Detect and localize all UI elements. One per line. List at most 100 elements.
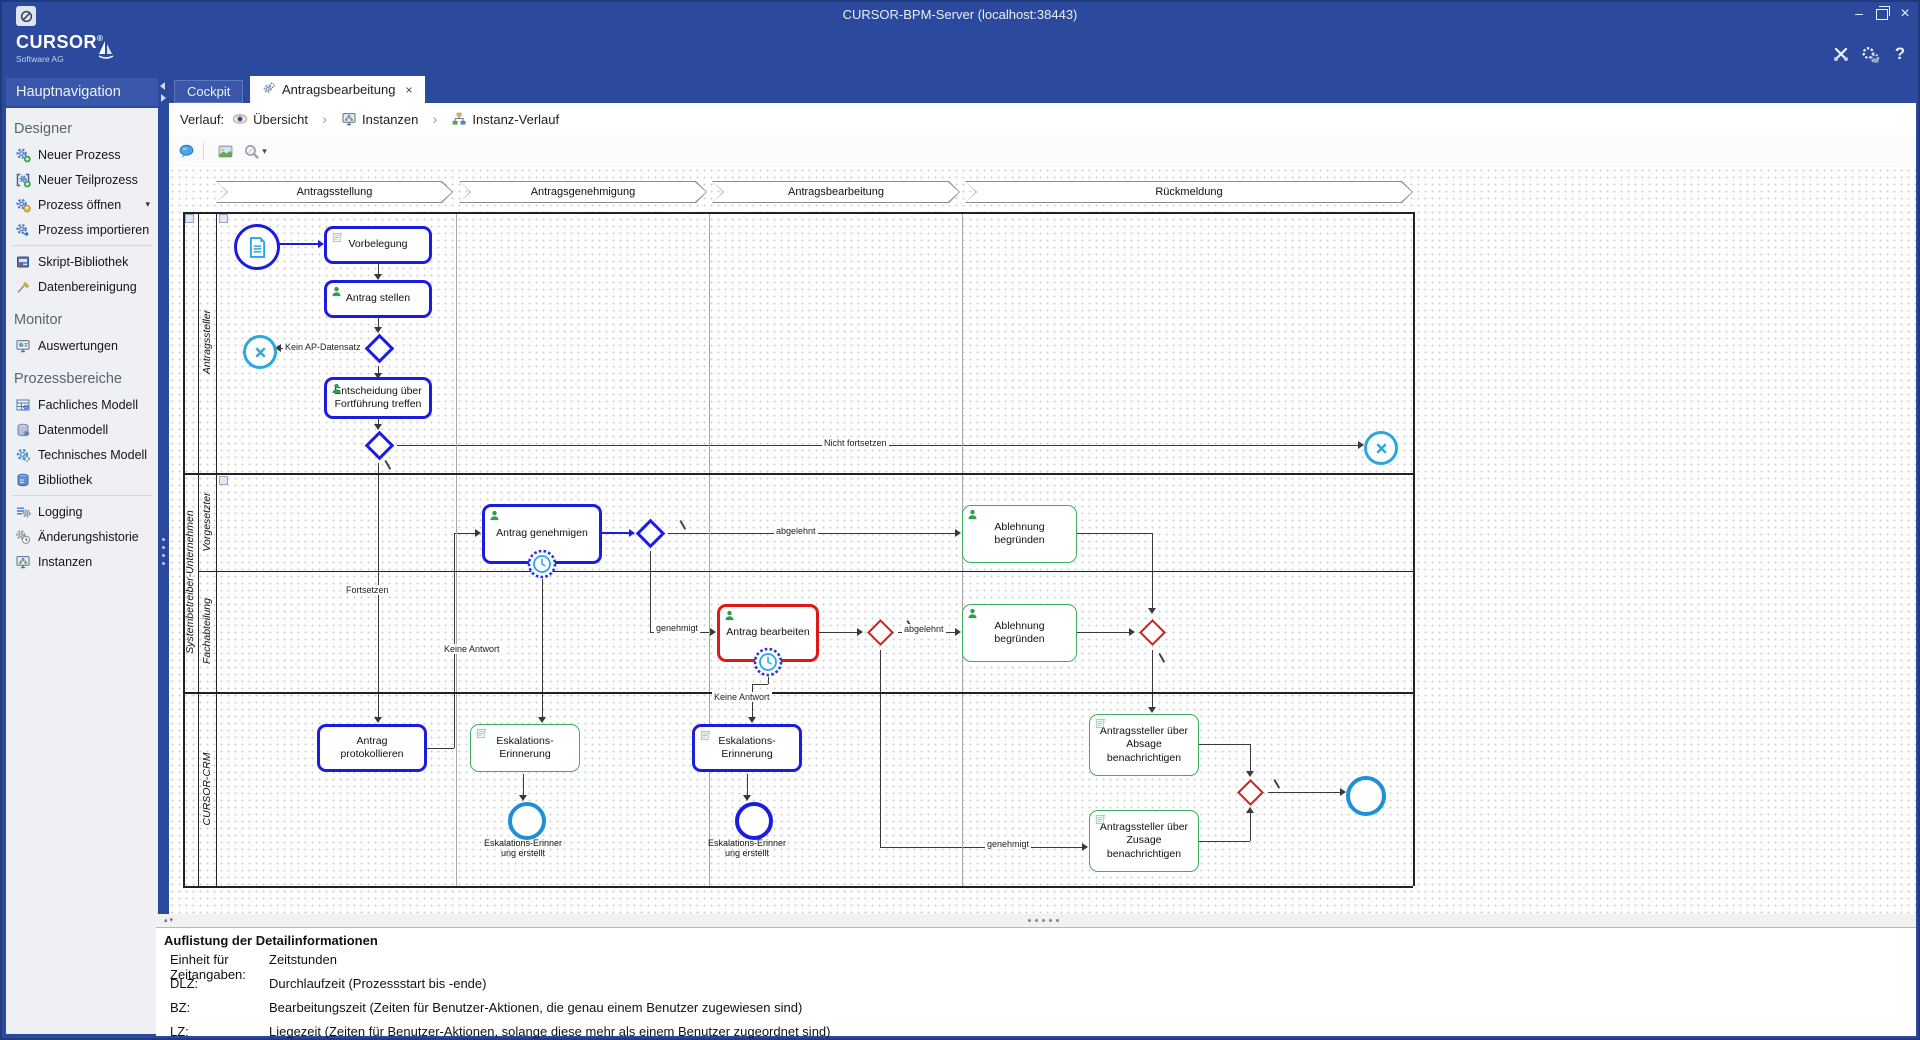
- sidebar-item-neuer-teilprozess[interactable]: Neuer Teilprozess: [6, 167, 158, 192]
- script-card-icon: [15, 254, 32, 270]
- script-icon: [1094, 814, 1106, 829]
- person-icon: [489, 510, 500, 525]
- sidebar-section-header-designer: Designer: [14, 121, 73, 137]
- task-antrag-stellen[interactable]: Antrag stellen: [324, 280, 432, 318]
- sidebar-item-auswertungen[interactable]: Auswertungen: [6, 333, 158, 358]
- breadcrumb-separator: ›: [432, 110, 438, 128]
- sidebar-splitter[interactable]: [158, 74, 169, 914]
- task-antragssteller-über-zusage-benachrichtigen[interactable]: Antragssteller über Zusage benachrichtig…: [1089, 810, 1199, 872]
- sidebar-item-neuer-prozess[interactable]: Neuer Prozess: [6, 142, 158, 167]
- lane-checkbox[interactable]: [219, 214, 228, 223]
- end-x-event[interactable]: [243, 335, 277, 369]
- minimize-button[interactable]: –: [1855, 5, 1863, 21]
- sidebar-item-änderungshistorie[interactable]: Änderungshistorie: [6, 524, 158, 549]
- divider: [12, 245, 152, 246]
- window-title: CURSOR-BPM-Server (localhost:38443): [842, 7, 1078, 22]
- end-ring-blue-event[interactable]: [735, 802, 773, 840]
- task-antrag-protokollieren[interactable]: Antrag protokollieren: [317, 724, 427, 772]
- start-doc-event[interactable]: [234, 224, 280, 270]
- gear-open-icon: [15, 197, 32, 213]
- tab-label: Antragsbearbeitung: [282, 82, 396, 97]
- phase-header-antragsstellung[interactable]: Antragsstellung: [216, 181, 453, 203]
- task-antragssteller-über-absage-benachrichtigen[interactable]: Antragssteller über Absage benachrichtig…: [1089, 714, 1199, 776]
- sidebar-item-technisches-modell[interactable]: Technisches Modell: [6, 442, 158, 467]
- comment-tool-icon[interactable]: [173, 139, 199, 163]
- image-tool-icon[interactable]: [212, 139, 238, 163]
- sidebar-item-bibliothek[interactable]: Bibliothek: [6, 467, 158, 492]
- detail-label: LZ:: [170, 1024, 189, 1039]
- phase-header-antragsbearbeitung[interactable]: Antragsbearbeitung: [712, 181, 960, 203]
- task-label: Antrag stellen: [345, 292, 411, 305]
- task-eskalations-erinnerung[interactable]: Eskalations-Erinnerung: [470, 724, 580, 772]
- toolbar: ▾: [169, 135, 1916, 168]
- task-vorbelegung[interactable]: Vorbelegung: [324, 226, 432, 264]
- sailboat-icon: [98, 40, 114, 65]
- process-settings-icon[interactable]: [1858, 42, 1882, 66]
- task-antrag-genehmigen[interactable]: Antrag genehmigen: [482, 504, 602, 564]
- task-ablehnung-begründen[interactable]: Ablehnung begründen: [962, 604, 1077, 662]
- sidebar-title: Hauptnavigation: [6, 78, 158, 106]
- tab-gear-icon: [262, 81, 276, 98]
- task-label: Ablehnung begründen: [994, 619, 1045, 645]
- sidebar-item-datenmodell[interactable]: Datenmodell: [6, 417, 158, 442]
- detail-value: Durchlaufzeit (Prozessstart bis -ende): [269, 976, 487, 991]
- sidebar-item-label: Skript-Bibliothek: [38, 254, 129, 269]
- end-ring-cyan-event[interactable]: [508, 802, 546, 840]
- sidebar-item-label: Bibliothek: [38, 472, 93, 487]
- sidebar-item-fachliches-modell[interactable]: Fachliches Modell: [6, 392, 158, 417]
- breadcrumb-label: Instanzen: [362, 111, 419, 127]
- breadcrumb-item-übersicht[interactable]: Übersicht: [232, 111, 308, 127]
- detail-row-dlz: DLZ:Durchlaufzeit (Prozessstart bis -end…: [170, 976, 486, 991]
- log-gear-icon: [15, 504, 32, 520]
- sidebar-item-skript-bibliothek[interactable]: Skript-Bibliothek: [6, 249, 158, 274]
- tab-antragsbearbeitung[interactable]: Antragsbearbeitung ×: [250, 76, 425, 103]
- task-label: Entscheidung über Fortführung treffen: [334, 384, 422, 410]
- sidebar-item-label: Prozess importieren: [38, 222, 150, 237]
- person-icon: [967, 509, 978, 524]
- chevron-down-icon[interactable]: ▾: [145, 199, 150, 209]
- app-icon: [16, 6, 36, 26]
- collapse-left-icon[interactable]: [160, 82, 165, 90]
- phase-header-antragsgenehmigung[interactable]: Antragsgenehmigung: [459, 181, 707, 203]
- end-x-event[interactable]: [1364, 431, 1398, 465]
- detail-row-bz: BZ:Bearbeitungszeit (Zeiten für Benutzer…: [170, 1000, 802, 1015]
- task-entscheidung-über-fortführung-treffen[interactable]: Entscheidung über Fortführung treffen: [324, 377, 432, 419]
- sidebar-item-logging[interactable]: Logging: [6, 499, 158, 524]
- breadcrumb-item-instanzen[interactable]: Instanzen: [341, 111, 418, 127]
- end-ring-cyan-event[interactable]: [1346, 776, 1386, 816]
- breadcrumb-prefix: Verlauf:: [180, 111, 225, 127]
- script-icon: [331, 232, 343, 247]
- detail-label: Einheit für Zeitangaben:: [170, 952, 246, 982]
- tab-close-icon[interactable]: ×: [405, 82, 413, 97]
- restore-button[interactable]: [1876, 6, 1890, 20]
- lane-checkbox[interactable]: [219, 476, 228, 485]
- tab-label: Cockpit: [187, 84, 231, 99]
- zoom-tool-icon[interactable]: ▾: [242, 139, 268, 163]
- sidebar-item-instanzen[interactable]: Instanzen: [6, 549, 158, 574]
- phase-header-rückmeldung[interactable]: Rückmeldung: [965, 181, 1413, 203]
- lane-checkbox[interactable]: [185, 214, 194, 223]
- task-eskalations-erinnerung[interactable]: Eskalations-Erinnerung: [692, 724, 802, 772]
- panel-collapse-icons[interactable]: ▴ ▾: [164, 917, 173, 924]
- detail-label: BZ:: [170, 1000, 191, 1015]
- tab-cockpit[interactable]: Cockpit: [174, 80, 244, 103]
- eye-icon: [232, 111, 248, 127]
- help-icon[interactable]: ?: [1894, 44, 1906, 63]
- tools-icon[interactable]: [1829, 42, 1853, 66]
- sidebar-item-datenbereinigung[interactable]: Datenbereinigung: [6, 274, 158, 299]
- close-button[interactable]: ×: [1900, 5, 1910, 22]
- sidebar-item-prozess-öffnen[interactable]: Prozess öffnen▾: [6, 192, 158, 217]
- horizontal-splitter[interactable]: ▴ ▾: [156, 914, 1916, 927]
- collapse-right-icon[interactable]: [161, 94, 166, 102]
- task-antrag-bearbeiten[interactable]: Antrag bearbeiten: [717, 604, 819, 662]
- monitor-chart-icon: [15, 338, 32, 354]
- breadcrumb-item-instanz-verlauf[interactable]: Instanz-Verlauf: [451, 111, 559, 127]
- sidebar-item-prozess-importieren[interactable]: Prozess importieren: [6, 217, 158, 242]
- toolbar-separator: [203, 142, 204, 160]
- script-icon: [1094, 718, 1106, 733]
- task-ablehnung-begründen[interactable]: Ablehnung begründen: [962, 505, 1077, 563]
- broom-icon: [15, 279, 32, 295]
- chevron-down-icon[interactable]: ▾: [262, 145, 267, 156]
